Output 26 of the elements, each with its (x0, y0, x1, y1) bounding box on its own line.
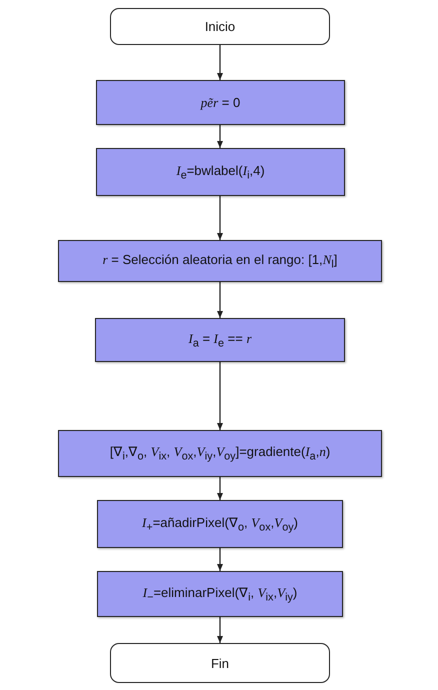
node-text: I$_{+}$=añadirPixel(∇$_{o}$, V$_{ox}$,V$_{oy}$) (142, 514, 298, 534)
process-box (97, 571, 343, 617)
process-box (97, 500, 343, 548)
node-text: pẽr = 0 (200, 94, 240, 110)
arrow (217, 362, 223, 430)
node-text: r = Selección aleatoria en el rango: [1,N$_{l}$] (102, 252, 338, 270)
node-text: I$_{−}$=eliminarPixel(∇$_{i}$, V$_{ix}$,V$_{iy}$) (142, 584, 298, 604)
arrow (217, 477, 223, 500)
arrow (217, 196, 223, 240)
arrow (217, 125, 223, 148)
node-text: Fin (210, 656, 230, 670)
arrow (217, 45, 223, 80)
process-box (58, 430, 382, 477)
node-text: [∇$_{i}$,∇$_{o}$, V$_{ix}$, V$_{ox}$,V$_{iy}$,V$_{oy}$]=gradiente(I$_{a}$,n) (110, 444, 330, 463)
arrow (217, 617, 223, 643)
process-box (95, 318, 345, 362)
process-box (58, 240, 382, 282)
terminal-box (110, 643, 330, 683)
arrow (217, 548, 223, 571)
node-text: Inicio (204, 19, 236, 34)
node-text: I$_{e}$=bwlabel(I$_{i}$,4) (176, 162, 265, 182)
terminal-box (110, 8, 330, 45)
arrow (217, 282, 223, 318)
process-box (96, 148, 345, 196)
process-box (96, 80, 345, 125)
node-text: I$_{a}$ = I$_{e}$ == r (188, 330, 252, 350)
